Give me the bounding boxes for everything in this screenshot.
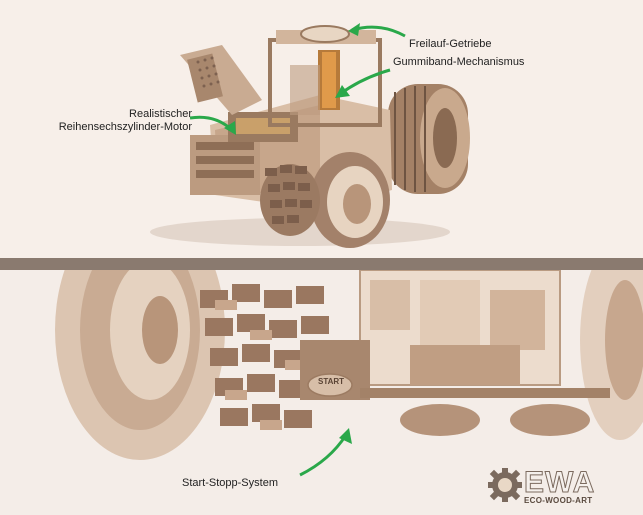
ewa-logo: EWA ECO-WOOD-ART [488, 466, 628, 506]
start-plate [307, 373, 353, 397]
callout-start-stopp: Start-Stopp-System [182, 477, 278, 489]
arrow-freilauf [348, 23, 406, 38]
logo-title: EWA [523, 466, 596, 500]
callout-freilauf: Freilauf-Getriebe [409, 38, 492, 50]
arrow-motor [189, 115, 236, 135]
callout-motor-line2: Reihensechszylinder-Motor [58, 121, 192, 133]
start-plate-label: START [318, 377, 345, 386]
front-wheel [260, 152, 390, 248]
callout-motor-line1: Realistischer [129, 108, 192, 120]
product-view-closeup: START Start-Stopp-System [0, 270, 643, 515]
arrow-start-stopp [299, 428, 352, 477]
product-view-top: Freilauf-Getriebe Gummiband-Mechanismus … [58, 23, 525, 248]
gear-logo-icon [488, 468, 522, 502]
logo-subtitle: ECO-WOOD-ART [524, 496, 593, 505]
rear-wheel [388, 84, 470, 194]
arrow-gummiband [335, 68, 391, 98]
tractor-cab [268, 25, 382, 127]
chassis-box [300, 270, 561, 400]
tractor-model-illustration [150, 23, 470, 248]
wheel-closeup-illustration [55, 270, 643, 477]
open-hood [180, 45, 262, 115]
panel-divider [0, 258, 643, 270]
callout-gummiband: Gummiband-Mechanismus [393, 56, 525, 68]
